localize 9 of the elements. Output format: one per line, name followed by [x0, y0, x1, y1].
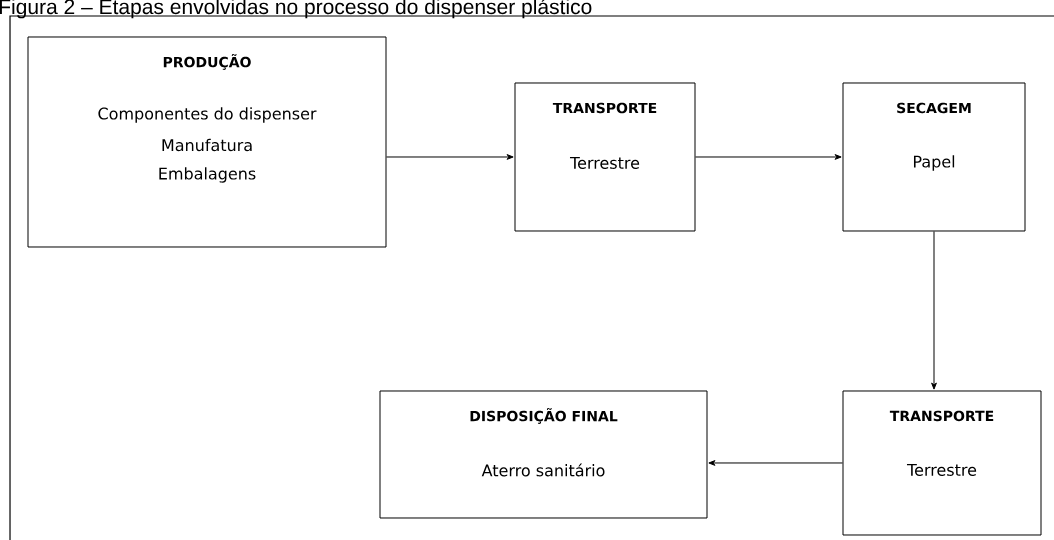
- process-box: DISPOSIÇÃO FINAL Aterro sanitário: [379, 390, 708, 519]
- process-box: PRODUÇÃO Componentes do dispenser Manufatura Embalagens: [27, 36, 387, 248]
- arrow: [695, 154, 842, 160]
- process-box: TRANSPORTE Terrestre: [514, 82, 696, 232]
- arrow: [708, 460, 843, 466]
- arrow: [386, 154, 514, 160]
- arrow: [931, 231, 937, 390]
- process-box: TRANSPORTE Terrestre: [842, 390, 1042, 536]
- process-box: SECAGEM Papel: [842, 82, 1026, 232]
